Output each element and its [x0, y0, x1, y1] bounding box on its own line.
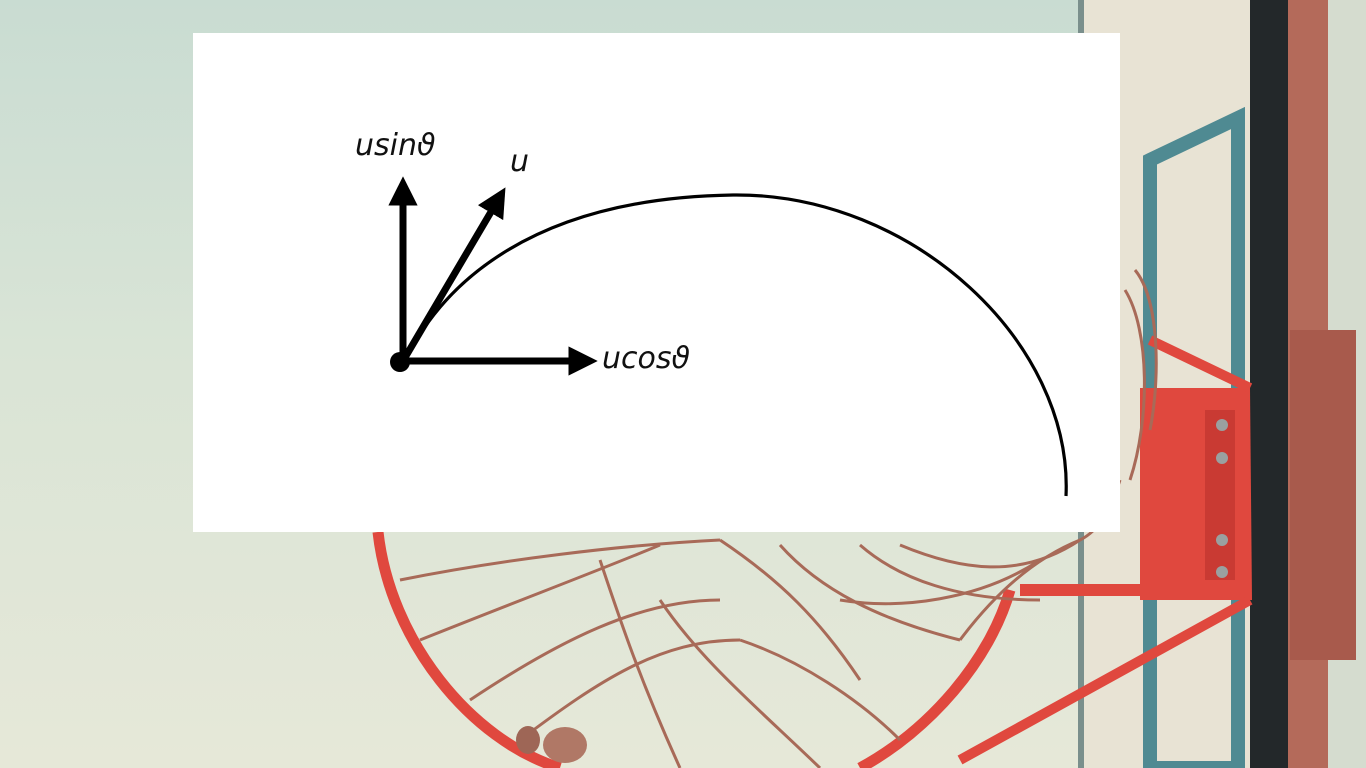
hand: [516, 726, 540, 754]
bolt: [1216, 566, 1228, 578]
bracket-plate: [1205, 410, 1235, 580]
hoop-bracket: [1140, 388, 1252, 600]
velocity-arrow: [399, 187, 506, 363]
velocity-label: u: [510, 144, 529, 179]
hoop-brace: [1147, 335, 1253, 393]
projectile-diagram: usinϑ u ucosϑ: [355, 128, 1068, 497]
diagram-card: usinϑ u ucosϑ: [193, 33, 1120, 532]
rim: [857, 588, 1016, 768]
bolt: [1216, 534, 1228, 546]
horizontal-component-label: ucosϑ: [602, 341, 690, 376]
mount-plate: [1290, 330, 1356, 660]
support-pole: [1250, 0, 1290, 768]
bolt: [1216, 419, 1228, 431]
origin-point: [390, 352, 410, 372]
hand: [543, 727, 587, 763]
trajectory-curve: [403, 193, 1068, 497]
hoop-brace: [957, 595, 1253, 765]
vertical-component-label: usinϑ: [355, 128, 436, 163]
bolt: [1216, 452, 1228, 464]
